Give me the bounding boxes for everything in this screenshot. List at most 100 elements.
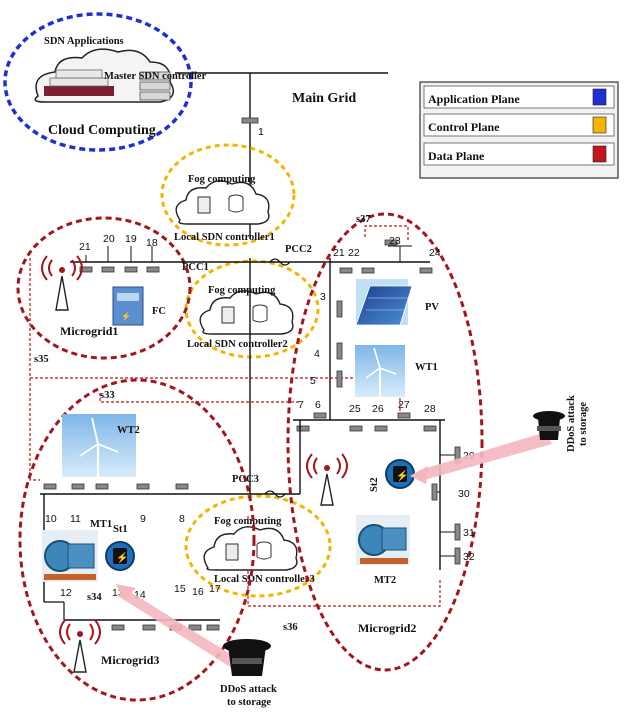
- legend-control-swatch: [592, 116, 607, 134]
- s36-label: s36: [283, 622, 298, 633]
- bus-31-label: 31: [463, 527, 475, 539]
- bus-21-label: 21: [79, 241, 91, 253]
- server-rack-icon: [44, 86, 114, 96]
- fog-3-title: Fog computing: [214, 516, 282, 527]
- antenna-icon-1: [41, 255, 83, 311]
- bus-25-label: 25: [349, 403, 361, 415]
- bus-9-label: 9: [140, 513, 146, 525]
- attack-right-line2: to storage: [578, 402, 589, 446]
- legend-application-swatch: [592, 88, 607, 106]
- storage-2-icon: ⚡: [385, 459, 415, 489]
- s33-label: s33: [100, 390, 115, 401]
- fog-cloud-icon-3: [203, 526, 298, 571]
- microgrid-2: s37 21 22 23 24 3 4 5 PV WT1: [283, 212, 484, 672]
- fc-label: FC: [152, 306, 166, 317]
- wt1-label: WT1: [415, 362, 438, 373]
- bus-20-marker: [101, 266, 115, 273]
- antenna-icon-2: [306, 453, 348, 506]
- microgrid-2-label: Microgrid2: [358, 621, 416, 635]
- ddos-attack-bottom: DDoS attack to storage: [116, 584, 277, 708]
- bus-30-label: 30: [458, 488, 470, 500]
- attack-arrow-right: [410, 432, 552, 480]
- plane-legend: Application Plane Control Plane Data Pla…: [419, 81, 619, 179]
- bus-26-label: 26: [372, 403, 384, 415]
- st1-label: St1: [113, 524, 128, 535]
- bus-13-label: 13: [112, 587, 124, 599]
- bus-23-label: 23: [389, 235, 401, 247]
- pcc3-label: PCC3: [232, 474, 259, 485]
- bus-8-label: 8: [179, 513, 185, 525]
- bus-21b-label: 21: [333, 247, 345, 259]
- server-icon: [139, 71, 171, 81]
- bus-1-label: 1: [258, 126, 264, 138]
- fog-3-controller: Local SDN controller3: [214, 574, 315, 585]
- bus-12-label: 12: [60, 587, 72, 599]
- fog-cloud-icon-2: [199, 290, 294, 335]
- wt2-label: WT2: [117, 425, 140, 436]
- fuel-cell-icon: ⚡: [112, 286, 144, 326]
- storage-1-icon: ⚡: [105, 541, 135, 571]
- legend-data-label: Data Plane: [428, 149, 485, 163]
- main-grid-label: Main Grid: [292, 91, 356, 106]
- pv-label: PV: [425, 302, 439, 313]
- pcc2-label: PCC2: [285, 244, 312, 255]
- attack-arrow-bottom: [118, 588, 240, 668]
- bus-18-marker: [146, 266, 160, 273]
- microgrid-1-label: Microgrid1: [60, 324, 118, 338]
- bus-20-label: 20: [103, 233, 115, 245]
- legend-control-label: Control Plane: [428, 120, 500, 134]
- bus-17-label: 17: [209, 583, 221, 595]
- bus-15-label: 15: [174, 583, 186, 595]
- attack-bottom-line2: to storage: [227, 697, 271, 708]
- svg-text:⚡: ⚡: [116, 551, 128, 564]
- cloud-computing-label: Cloud Computing: [48, 123, 156, 138]
- mt1-label: MT1: [90, 519, 112, 530]
- pcc1-label: PCC1: [182, 262, 209, 273]
- pv-panel-icon: [355, 279, 413, 326]
- fog-cloud-icon-1: [175, 180, 270, 225]
- micro-turbine-1-icon: [42, 530, 98, 582]
- attack-right-line1: DDoS attack: [566, 395, 577, 452]
- bus-19-marker: [124, 266, 138, 273]
- fog-2-title: Fog computing: [208, 285, 276, 296]
- bus-3-label: 3: [320, 291, 326, 303]
- bus-14-label: 14: [134, 589, 146, 601]
- application-plane-ellipse: [3, 12, 193, 152]
- bus-1-marker: [241, 117, 259, 124]
- bus-16-label: 16: [192, 586, 204, 598]
- legend-data-swatch: [592, 145, 607, 163]
- microgrid-3-label: Microgrid3: [101, 653, 159, 667]
- microgrid-1: 21 20 19 18 ⚡ FC Microgrid1 PCC1 PCC2 s3…: [16, 216, 325, 365]
- s35-label: s35: [34, 354, 49, 365]
- fog-computing-2: Fog computing Local SDN controller2: [184, 259, 320, 359]
- bus-5-label: 5: [310, 375, 316, 387]
- bus-19-label: 19: [125, 233, 137, 245]
- fog-computing-1: Fog computing Local SDN controller1: [160, 143, 296, 247]
- micro-turbine-2-icon: [356, 515, 410, 565]
- bus-27-label: 27: [398, 399, 410, 411]
- fog-1-title: Fog computing: [188, 174, 256, 185]
- st2-label: St2: [369, 477, 380, 492]
- attack-bottom-line1: DDoS attack: [220, 684, 277, 695]
- bus-32-label: 32: [463, 551, 475, 563]
- wind-turbine-1-icon: [355, 345, 405, 397]
- wind-turbine-2-icon: [62, 414, 136, 477]
- bus-21-marker: [79, 266, 93, 273]
- master-controller-label: Master SDN controller: [104, 71, 207, 82]
- bus-10-label: 10: [45, 513, 57, 525]
- bus-6-label: 6: [315, 399, 321, 411]
- s34-label: s34: [87, 592, 102, 603]
- bus-24-label: 24: [429, 247, 441, 259]
- ddos-attack-right: DDoS attack to storage: [410, 395, 589, 484]
- bus-22-label: 22: [348, 247, 360, 259]
- bus-28-label: 28: [424, 403, 436, 415]
- mt2-label: MT2: [374, 575, 396, 586]
- fog-computing-3: Fog computing Local SDN controller3: [184, 494, 332, 598]
- legend-application-label: Application Plane: [428, 92, 520, 106]
- bus-7-label: 7: [298, 399, 304, 411]
- antenna-icon-3: [59, 619, 101, 673]
- fog-2-controller: Local SDN controller2: [187, 339, 288, 350]
- bus-4-label: 4: [314, 348, 320, 360]
